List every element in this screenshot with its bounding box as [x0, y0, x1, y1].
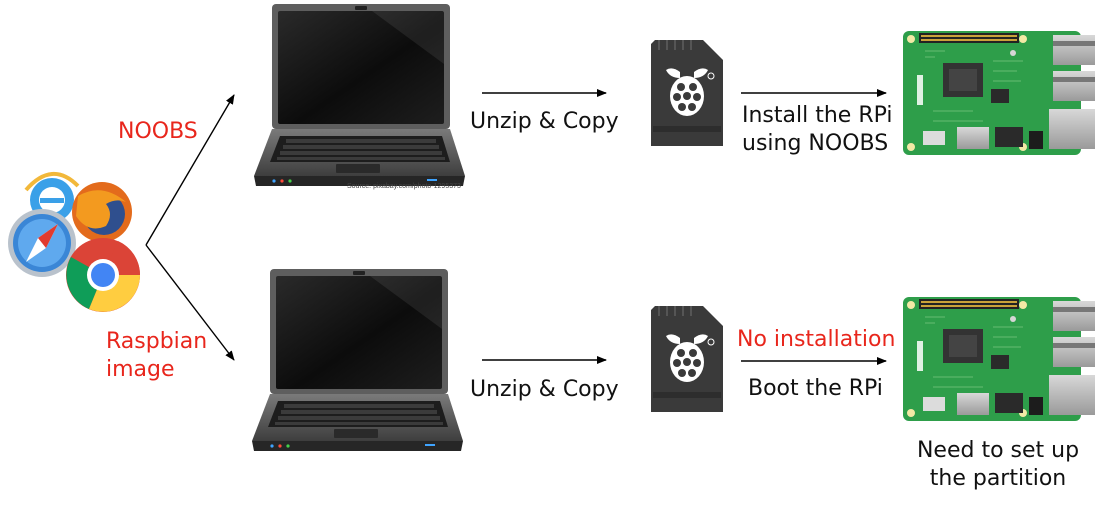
browser-icons: [8, 171, 141, 312]
unzip-copy-label-top: Unzip & Copy: [470, 109, 619, 134]
raspberry-pi-board-icon-bottom: [903, 297, 1095, 421]
unzip-copy-label-bottom: Unzip & Copy: [470, 377, 619, 402]
partition-label-line2: the partition: [929, 466, 1067, 491]
boot-label: Boot the RPi: [748, 376, 883, 401]
raspbian-label-line1: Raspbian: [106, 329, 208, 354]
laptop-icon-bottom: [252, 269, 463, 451]
install-label-line2: using NOOBS: [742, 131, 889, 156]
safari-icon: [8, 209, 76, 277]
sd-card-icon-bottom: [651, 306, 723, 412]
raspbian-label-line2: image: [106, 357, 175, 382]
chrome-icon: [66, 238, 141, 312]
raspberry-pi-board-icon-top: [903, 31, 1095, 155]
firefox-icon: [72, 182, 132, 242]
install-label-line1: Install the RPi: [742, 103, 893, 128]
no-installation-label: No installation: [737, 327, 896, 352]
partition-label-line1: Need to set up: [916, 438, 1080, 463]
laptop-icon-top: [254, 4, 465, 186]
noobs-label: NOOBS: [118, 119, 198, 144]
arrow-to-noobs: [145, 94, 235, 246]
arrow-to-raspbian: [145, 244, 235, 361]
sd-card-icon-top: [651, 40, 723, 146]
source-credit: Source: pixabay.com/photo-1295373: [347, 183, 461, 190]
